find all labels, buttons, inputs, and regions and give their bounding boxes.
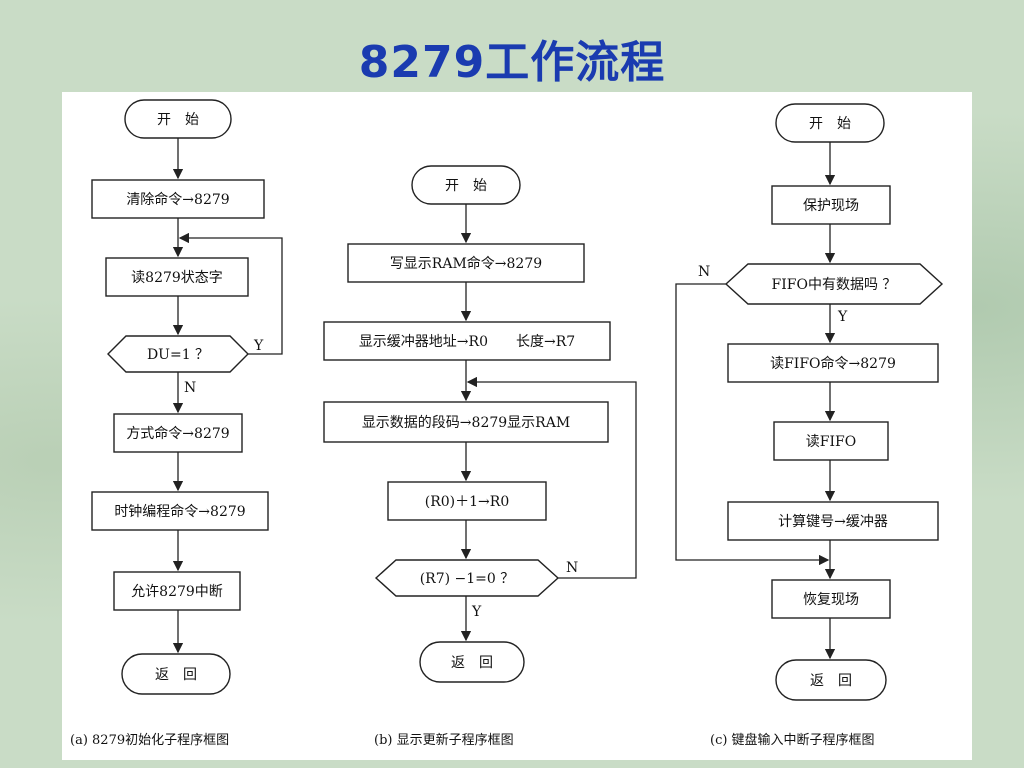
- c-protect-label: 保护现场: [803, 198, 859, 214]
- c-compute-label: 计算键号→缓冲器: [778, 514, 888, 530]
- b-segment-label: 显示数据的段码→8279显示RAM: [362, 415, 570, 431]
- c-start-label: 开 始: [809, 116, 851, 132]
- b-no-loop: [466, 376, 637, 579]
- c-no-bypass: [675, 283, 830, 566]
- b-buffer-addr-label: 显示缓冲器地址→R0 长度→R7: [359, 334, 575, 350]
- b-no-label: N: [566, 560, 578, 576]
- a-read-status-label: 读8279状态字: [131, 269, 223, 286]
- c-read-cmd-box: [727, 343, 939, 383]
- a-return-terminal: [121, 653, 231, 695]
- b-start-label: 开 始: [445, 178, 487, 194]
- a-no-label: N: [184, 380, 196, 396]
- c-restore-label: 恢复现场: [803, 591, 859, 608]
- c-restore-box: [771, 579, 891, 619]
- a-allow-int-label: 允许8279中断: [131, 584, 223, 600]
- a-caption: (a) 8279初始化子程序框图: [70, 733, 229, 748]
- c-decision-shape: [724, 263, 944, 305]
- b-return-terminal: [419, 641, 525, 683]
- b-write-ram-label: 写显示RAM命令→8279: [390, 255, 542, 272]
- c-return-label: 返 回: [810, 673, 852, 689]
- a-mode-box: [113, 413, 243, 453]
- a-clear-label: 清除命令→8279: [126, 191, 229, 208]
- a-clock-label: 时钟编程命令→8279: [114, 503, 245, 520]
- c-read-fifo-box: [773, 421, 889, 461]
- flowchart-b: 开 始 写显示RAM命令→8279 显示缓冲器地址→R0 长度→R7 显示数据的…: [323, 165, 637, 748]
- b-buffer-addr-box: [323, 321, 611, 361]
- b-inc-r0-box: [387, 481, 547, 521]
- a-yes-loop: [178, 232, 283, 355]
- flowchart-a: 开 始 清除命令→8279 读8279状态字 DU=1 ？ Y N 方式命令→8…: [70, 99, 283, 748]
- slide-title: 8279工作流程: [358, 37, 666, 88]
- c-no-label: N: [698, 264, 710, 280]
- c-compute-box: [727, 501, 939, 541]
- c-decision-label: FIFO中有数据吗 ？: [772, 277, 897, 293]
- a-start-label: 开 始: [157, 112, 199, 128]
- c-yes-label: Y: [837, 309, 848, 325]
- b-return-label: 返 回: [451, 655, 493, 671]
- b-write-ram-box: [347, 243, 585, 283]
- b-caption: (b) 显示更新子程序框图: [374, 732, 514, 748]
- a-read-status-box: [105, 257, 249, 297]
- c-read-fifo-label: 读FIFO: [806, 433, 856, 450]
- c-return-terminal: [775, 659, 887, 701]
- c-protect-box: [771, 185, 891, 225]
- a-decision-label: DU=1 ？: [147, 347, 209, 363]
- a-mode-label: 方式命令→8279: [126, 425, 229, 442]
- a-allow-int-box: [113, 571, 241, 611]
- c-read-cmd-label: 读FIFO命令→8279: [770, 355, 896, 372]
- flowchart-svg: 开 始 清除命令→8279 读8279状态字 DU=1 ？ Y N 方式命令→8…: [70, 99, 944, 748]
- flowchart-c: 开 始 保护现场 FIFO中有数据吗 ？ N Y 读FIFO命令→8279 读F…: [675, 103, 944, 748]
- a-yes-label: Y: [253, 338, 264, 354]
- b-inc-r0-label: (R0)＋1→R0: [425, 494, 509, 510]
- flowchart-panel: 开 始 清除命令→8279 读8279状态字 DU=1 ？ Y N 方式命令→8…: [62, 92, 972, 760]
- a-clock-box: [91, 491, 269, 531]
- b-decision-label: (R7) −1=0 ？: [420, 571, 515, 587]
- a-return-label: 返 回: [155, 667, 197, 683]
- b-yes-label: Y: [471, 604, 482, 620]
- c-caption: (c) 键盘输入中断子程序框图: [710, 732, 875, 748]
